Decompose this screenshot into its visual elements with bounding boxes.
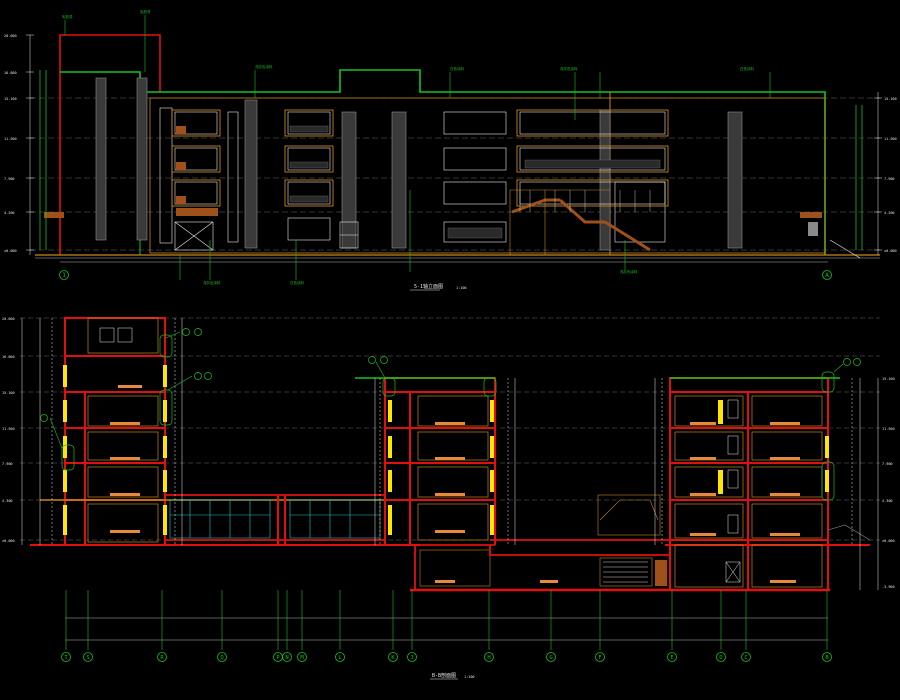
svg-text:11.500: 11.500: [884, 137, 897, 141]
svg-text:16.800: 16.800: [4, 71, 17, 75]
svg-text:浅灰色涂料: 浅灰色涂料: [255, 64, 273, 69]
section-axis-label: J: [410, 655, 413, 661]
section-axis-label: B: [825, 655, 829, 661]
svg-text:±0.000: ±0.000: [884, 249, 897, 253]
svg-text:浅灰色涂料: 浅灰色涂料: [560, 66, 578, 71]
svg-text:±0.000: ±0.000: [882, 539, 895, 543]
svg-text:4.300: 4.300: [882, 499, 893, 503]
svg-text:4.300: 4.300: [4, 211, 15, 215]
section-axis-label: P: [276, 655, 280, 661]
svg-text:4.300: 4.300: [2, 499, 13, 503]
section-axis-label: R: [160, 655, 164, 661]
elevation-drawing: 20.600 16.800 15.100 11.500 7.900 4.300 …: [4, 9, 897, 291]
section-axis-label: Q: [220, 655, 223, 661]
section-axis-label: H: [487, 655, 490, 661]
section-axis-label: C: [744, 655, 747, 661]
svg-text:20.600: 20.600: [2, 317, 15, 321]
section-drawing: T S R Q P N M L K J H G F E D C B 20.600…: [2, 317, 895, 680]
section-axis-label: M: [300, 655, 304, 661]
svg-text:15.100: 15.100: [2, 391, 15, 395]
svg-text:15.100: 15.100: [4, 97, 17, 101]
section-axis-label: T: [64, 655, 68, 661]
section-axis-label: K: [391, 655, 395, 661]
svg-text:乳胶漆: 乳胶漆: [62, 14, 73, 19]
elevation-scale: 1:100: [456, 286, 467, 290]
svg-text:15.100: 15.100: [884, 97, 897, 101]
svg-text:乳胶漆: 乳胶漆: [140, 9, 151, 14]
svg-text:7.900: 7.900: [882, 462, 893, 466]
elevation-title: 5-1轴立面图: [414, 283, 443, 290]
section-scale: 1:100: [464, 675, 475, 679]
elevation-axis-left: 1: [62, 272, 66, 279]
section-axis-label: E: [670, 655, 673, 661]
svg-text:15.100: 15.100: [882, 377, 895, 381]
svg-text:11.500: 11.500: [882, 427, 895, 431]
svg-text:浅灰色涂料: 浅灰色涂料: [620, 269, 638, 274]
elevation-axis-right: A: [825, 272, 829, 279]
svg-text:7.900: 7.900: [884, 177, 895, 181]
svg-text:白色涂料: 白色涂料: [450, 66, 464, 71]
svg-text:浅灰色涂料: 浅灰色涂料: [203, 280, 221, 285]
svg-text:11.500: 11.500: [4, 137, 17, 141]
svg-text:白色涂料: 白色涂料: [740, 66, 754, 71]
svg-text:白色涂料: 白色涂料: [290, 280, 304, 285]
section-axis-label: F: [598, 655, 601, 661]
svg-text:±0.000: ±0.000: [4, 249, 17, 253]
svg-text:4.300: 4.300: [884, 211, 895, 215]
section-axis-label: N: [285, 655, 288, 661]
svg-text:7.900: 7.900: [2, 462, 13, 466]
svg-text:20.600: 20.600: [4, 34, 17, 38]
section-axis-label: S: [86, 655, 89, 661]
svg-text:7.900: 7.900: [4, 177, 15, 181]
svg-text:±0.000: ±0.000: [2, 539, 15, 543]
section-axis-label: L: [338, 655, 342, 661]
section-axis-label: G: [549, 655, 552, 661]
svg-text:11.500: 11.500: [2, 427, 15, 431]
section-axis-label: D: [719, 655, 722, 661]
svg-text:16.800: 16.800: [2, 355, 15, 359]
section-title: B-B剖面图: [432, 672, 456, 679]
svg-text:-3.900: -3.900: [882, 585, 895, 589]
